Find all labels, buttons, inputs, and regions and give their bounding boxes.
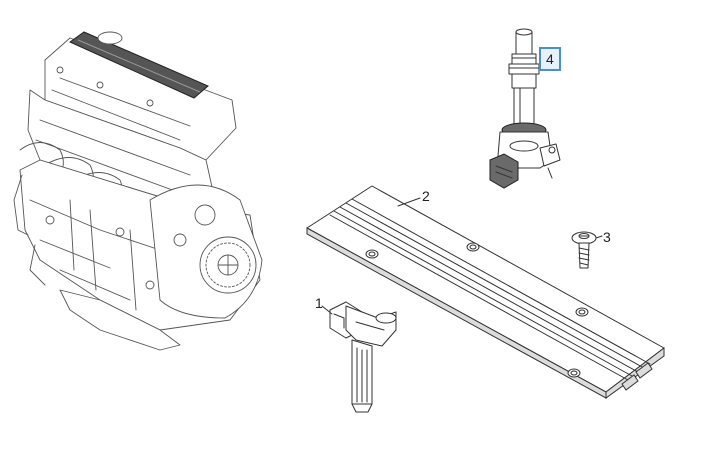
ignition-coil-part-1[interactable] <box>321 301 397 413</box>
ignition-coil-part-4[interactable] <box>489 28 561 189</box>
callout-part-1[interactable]: 1 <box>315 295 323 311</box>
coil-cover-part-2[interactable] <box>306 185 665 399</box>
callout-part-3[interactable]: 3 <box>603 229 611 245</box>
engine-block-illustration <box>13 31 263 351</box>
callout-part-2[interactable]: 2 <box>422 188 430 204</box>
callout-part-4-highlighted[interactable]: 4 <box>539 47 561 71</box>
engine-coil-cover <box>69 31 209 99</box>
screw-part-3[interactable] <box>571 231 603 269</box>
